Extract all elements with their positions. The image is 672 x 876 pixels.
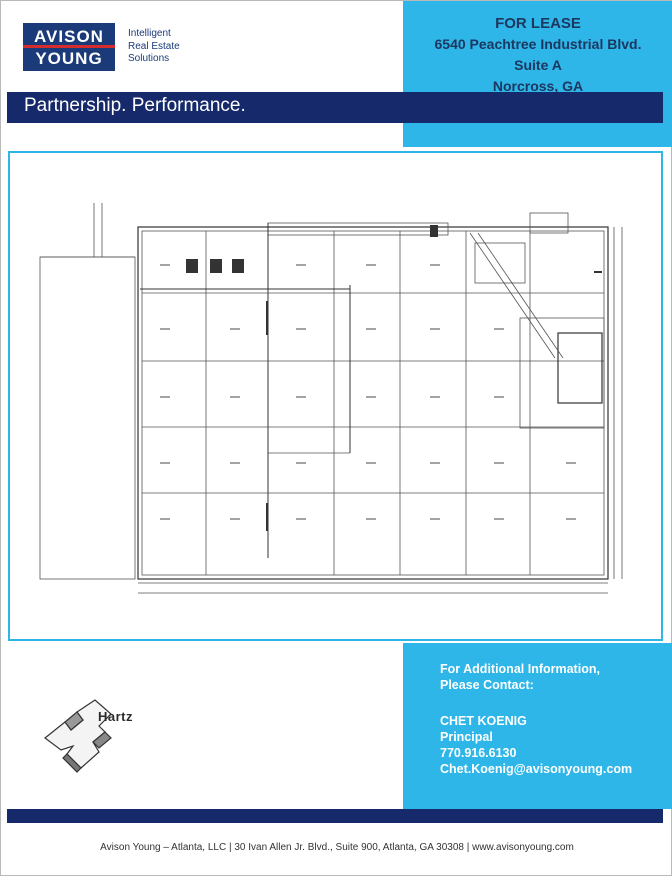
tagline: Intelligent Real Estate Solutions: [128, 28, 180, 66]
listing-address-line1: 6540 Peachtree Industrial Blvd.: [434, 36, 642, 52]
contact-intro-line1: For Additional Information,: [440, 662, 600, 676]
logo-line-1: AVISON: [34, 27, 104, 46]
footer-address: Avison Young – Atlanta, LLC | 30 Ivan Al…: [100, 842, 574, 853]
listing-city: Norcross, GA: [492, 78, 584, 94]
contact-name: CHET KOENIG: [440, 714, 527, 728]
slogan: Partnership. Performance.: [24, 95, 246, 116]
contact-intro-line2: Please Contact:: [440, 678, 534, 692]
avison-young-logo: AVISON YOUNG: [23, 23, 115, 71]
logo-stripe: [23, 45, 115, 48]
contact-panel: [403, 643, 672, 809]
floor-plan-frame: [8, 151, 663, 641]
hartz-logo: [44, 699, 112, 773]
contact-phone[interactable]: 770.916.6130: [440, 746, 517, 760]
hartz-wordmark: Hartz: [98, 709, 134, 724]
logo-line-2: YOUNG: [35, 49, 103, 68]
contact-email[interactable]: Chet.Koenig@avisonyoung.com: [440, 762, 633, 776]
contact-info: For Additional Information, Please Conta…: [440, 661, 632, 777]
tagline-line: Real Estate: [128, 40, 180, 52]
footer-bar: [7, 809, 663, 823]
spacer: [440, 693, 632, 713]
contact-title: Principal: [440, 730, 493, 744]
tagline-line: Intelligent: [128, 28, 171, 39]
listing-address-line2: Suite A: [514, 57, 562, 73]
listing-info: FOR LEASE 6540 Peachtree Industrial Blvd…: [403, 13, 672, 97]
floor-plan-drawing: [39, 203, 623, 594]
slogan-bar: [7, 92, 663, 123]
tagline-line: Solutions: [128, 53, 170, 64]
listing-status: FOR LEASE: [495, 15, 581, 32]
